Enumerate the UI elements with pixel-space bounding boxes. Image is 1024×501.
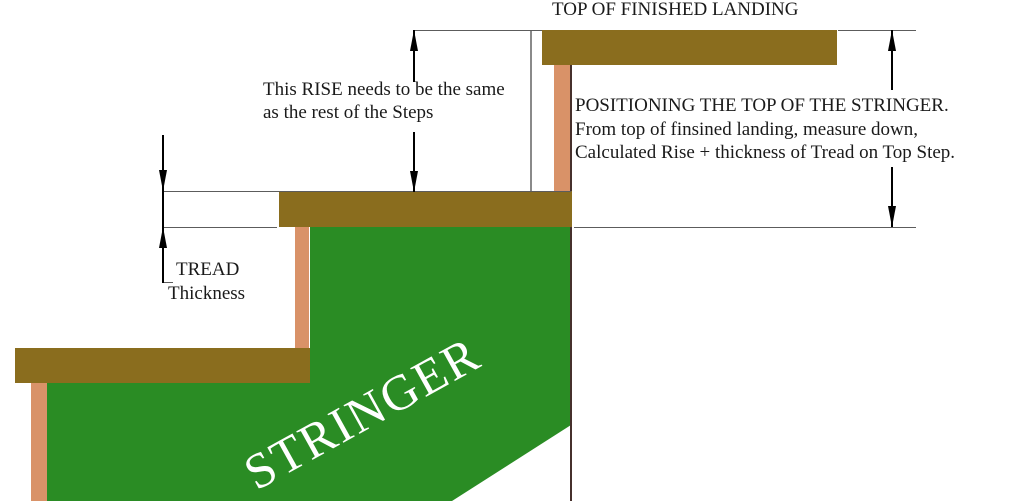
rise-note-label: This RISE needs to be the same as the re… bbox=[263, 78, 505, 124]
right-arrow-down-icon bbox=[887, 206, 896, 227]
extension-line-landing-top-right bbox=[838, 29, 916, 31]
middle-riser-board bbox=[295, 226, 309, 348]
rise-arrow-up-icon bbox=[409, 30, 418, 51]
middle-tread-board bbox=[279, 191, 572, 227]
right-dimension-line-upper bbox=[891, 30, 893, 90]
tread-thickness-label-line2: Thickness bbox=[168, 283, 246, 304]
right-arrow-up-icon bbox=[887, 30, 896, 51]
extension-line-tread-bottom bbox=[163, 226, 277, 228]
rise-note-line2: as the rest of the Steps bbox=[263, 102, 434, 123]
bottom-riser-board bbox=[31, 382, 47, 501]
positioning-note-line2: From top of finsined landing, measure do… bbox=[575, 118, 919, 140]
landing-plumb-line bbox=[530, 31, 532, 191]
tread-leader-hook-line bbox=[163, 281, 173, 283]
landing-tread-board bbox=[542, 30, 837, 65]
landing-riser-board bbox=[554, 64, 571, 191]
stringer-right-edge-line bbox=[570, 65, 572, 501]
tread-thickness-label-line1: TREAD bbox=[176, 259, 240, 280]
bottom-tread-board bbox=[15, 348, 310, 383]
rise-dimension-line-lower bbox=[413, 132, 415, 192]
tread-dimension-line bbox=[162, 135, 164, 283]
extension-line-landing-top-left bbox=[413, 29, 542, 31]
rise-note-line1: This RISE needs to be the same bbox=[263, 79, 505, 100]
stringer-polygon bbox=[47, 227, 571, 501]
tread-arrow-down-icon bbox=[158, 170, 167, 191]
right-dimension-line-lower bbox=[891, 167, 893, 227]
positioning-note-label: POSITIONING THE TOP OF THE STRINGER. Fro… bbox=[575, 94, 955, 165]
extension-line-tread-top bbox=[163, 190, 571, 192]
extension-line-stringer-top-right bbox=[574, 226, 916, 228]
rise-arrow-down-icon bbox=[409, 171, 418, 192]
rise-dimension-line-upper bbox=[413, 30, 415, 82]
landing-title-label: TOP OF FINISHED LANDING bbox=[552, 0, 799, 20]
positioning-note-line3: Calculated Rise + thickness of Tread on … bbox=[575, 142, 956, 163]
positioning-note-line1: POSITIONING THE TOP OF THE STRINGER. bbox=[575, 95, 949, 116]
tread-arrow-up-icon bbox=[158, 227, 167, 248]
